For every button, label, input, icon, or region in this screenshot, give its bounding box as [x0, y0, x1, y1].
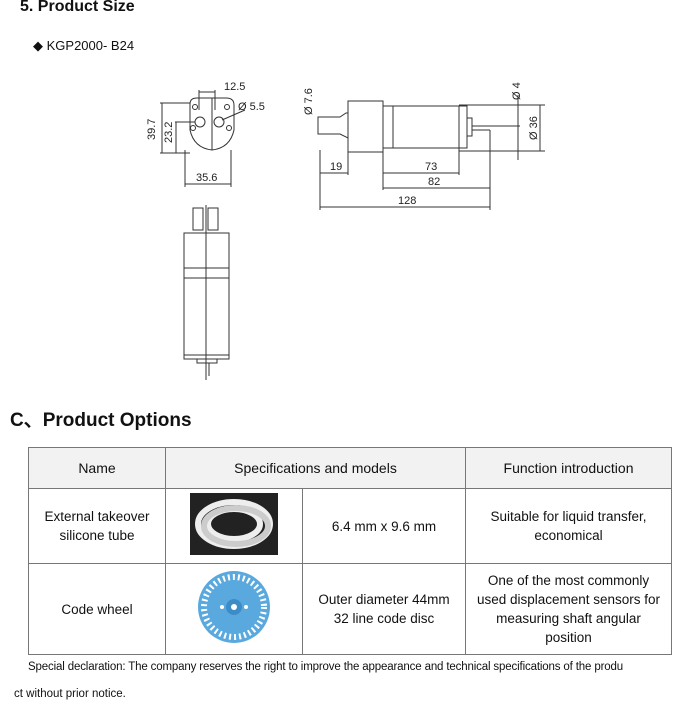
dim-39-7: 39.7	[146, 119, 158, 140]
dimension-drawing: 12.5 Ø 5.5 39.7 23.2 35.6 Ø 7.6 Ø 4 Ø 36…	[146, 81, 545, 380]
front-view: 12.5 Ø 5.5 39.7 23.2 35.6	[146, 81, 265, 187]
product-options-table: Name Specifications and models Function …	[28, 447, 672, 655]
header-function: Function introduction	[465, 447, 672, 489]
silicone-tube-photo	[165, 488, 303, 564]
dim-d4: Ø 4	[511, 82, 523, 100]
dim-73: 73	[425, 161, 437, 173]
table-row: External takeover silicone tube 6.4 mm x…	[28, 488, 672, 564]
code-wheel-photo	[165, 563, 303, 655]
dim-d36: Ø 36	[528, 116, 540, 140]
table-row: Code wheel Outer diameter 44mm 32 line c…	[28, 563, 672, 655]
top-view	[183, 205, 230, 380]
dim-d7-6: Ø 7.6	[303, 88, 315, 115]
model-label: ◆ KGP2000- B24	[33, 38, 135, 53]
dim-23-2: 23.2	[163, 122, 175, 143]
dim-35-6: 35.6	[196, 172, 217, 184]
side-view: Ø 7.6 Ø 4 Ø 36 19 73 82 128	[303, 82, 545, 210]
dim-82: 82	[428, 176, 440, 188]
header-name: Name	[28, 447, 166, 489]
dim-19: 19	[330, 161, 342, 173]
cell-function: Suitable for liquid transfer, economical	[465, 488, 672, 564]
cell-spec: Outer diameter 44mm 32 line code disc	[302, 563, 466, 655]
dim-d5-5: Ø 5.5	[238, 101, 265, 113]
dim-128: 128	[398, 195, 416, 207]
declaration-text: Special declaration: The company reserve…	[28, 661, 623, 673]
section-heading: 5. Product Size	[20, 0, 135, 15]
header-spec: Specifications and models	[165, 447, 466, 489]
cell-name: External takeover silicone tube	[28, 488, 166, 564]
declaration-text-cont: ct without prior notice.	[14, 688, 126, 700]
cell-spec: 6.4 mm x 9.6 mm	[302, 488, 466, 564]
cell-function: One of the most commonly used displaceme…	[465, 563, 672, 655]
cell-name: Code wheel	[28, 563, 166, 655]
section-heading: C、Product Options	[10, 410, 192, 431]
dim-12-5: 12.5	[224, 81, 245, 93]
